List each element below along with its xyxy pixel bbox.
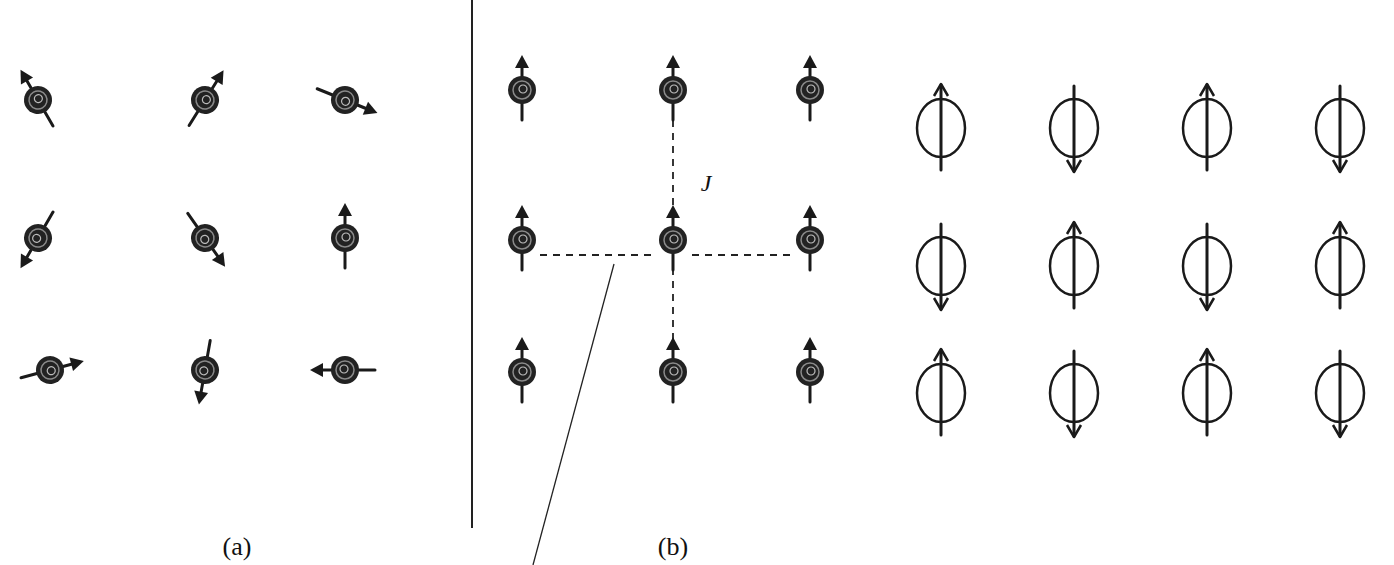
- random-spins: [8, 63, 382, 407]
- exchange-bonds: [540, 120, 795, 350]
- panel-label: (b): [658, 534, 688, 560]
- coupling-label: J: [701, 171, 712, 195]
- antiparallel-spins: [917, 84, 1364, 437]
- aligned-spins: [508, 55, 824, 402]
- panel-label: (a): [223, 534, 252, 560]
- leader-line: [533, 264, 614, 565]
- panel-divider: [471, 0, 473, 528]
